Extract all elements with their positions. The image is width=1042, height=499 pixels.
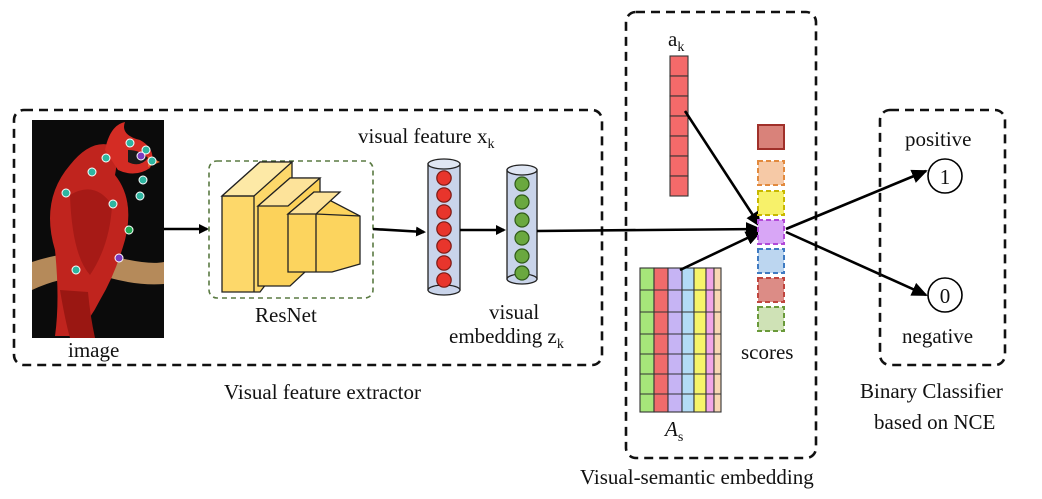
positive-output-value: 1 xyxy=(940,165,951,189)
binary-classifier-box xyxy=(878,108,1007,367)
arrow-embedding-to-scores xyxy=(536,222,762,237)
arrow-scores-to-negative xyxy=(785,230,928,297)
binary-classifier-label-line1: Binary Classifier xyxy=(860,379,1003,403)
arrow-as-to-scores xyxy=(679,230,762,272)
visual-feature-vector xyxy=(427,158,461,296)
visual-feature-label: visual feature xk xyxy=(358,124,494,152)
scores-label: scores xyxy=(741,340,793,364)
resnet-label: ResNet xyxy=(255,303,317,327)
positive-output-node xyxy=(927,158,963,194)
visual-embedding-label-line2: embedding zk xyxy=(449,324,564,352)
visual-semantic-embedding-label: Visual-semantic embedding xyxy=(580,465,814,489)
negative-label: negative xyxy=(902,324,973,348)
a-k-vector xyxy=(669,55,689,197)
keypoint-markers xyxy=(61,138,157,275)
resnet-layers-icon xyxy=(220,161,361,293)
visual-semantic-embedding-box xyxy=(624,10,818,460)
negative-output-node xyxy=(927,277,963,313)
a-s-label: As xyxy=(663,417,683,445)
a-s-matrix xyxy=(639,267,722,413)
positive-label: positive xyxy=(905,127,972,151)
image-label: image xyxy=(68,338,119,362)
binary-classifier-label-line2: based on NCE xyxy=(874,410,995,434)
input-image xyxy=(32,120,164,338)
arrow-ak-to-scores xyxy=(683,110,762,228)
visual-embedding-label-line1: visual xyxy=(489,300,539,324)
arrow-scores-to-positive xyxy=(785,169,928,231)
scores-column xyxy=(757,124,785,332)
visual-feature-extractor-box xyxy=(12,108,604,367)
a-k-label: ak xyxy=(668,27,684,55)
visual-embedding-vector xyxy=(506,164,538,285)
visual-feature-extractor-label: Visual feature extractor xyxy=(224,380,421,404)
arrow-resnet-to-feature xyxy=(372,226,426,237)
negative-output-value: 0 xyxy=(940,284,951,308)
